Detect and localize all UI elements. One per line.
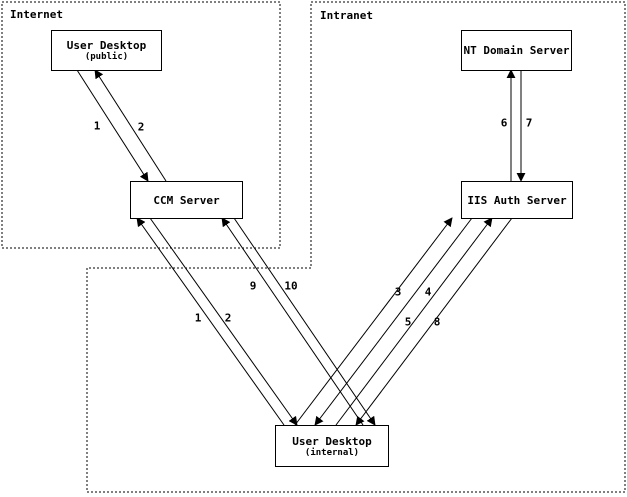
internet-zone-border xyxy=(1,1,281,249)
flow-label-4: 4 xyxy=(424,285,432,299)
intranet-zone-border xyxy=(86,1,626,493)
node-title: User Desktop xyxy=(292,434,372,448)
node-title: IIS Auth Server xyxy=(467,193,567,207)
flow-label-8: 8 xyxy=(433,315,441,329)
arrow-3-internal-desktop-to-iis xyxy=(294,217,453,426)
node-iis-auth-server: IIS Auth Server xyxy=(461,181,573,219)
node-subtitle: (internal) xyxy=(304,447,360,458)
arrow-4-iis-to-internal-desktop xyxy=(314,217,473,426)
node-nt-domain-server: NT Domain Server xyxy=(461,30,572,71)
flow-label-3: 3 xyxy=(394,285,402,299)
arrow-10-ccm-to-internal-desktop xyxy=(233,217,376,426)
flow-label-1-internal: 1 xyxy=(194,311,202,325)
arrow-1-internal-desktop-to-ccm xyxy=(136,217,285,426)
flow-label-2-internal: 2 xyxy=(224,311,232,325)
arrow-8-iis-to-internal-desktop xyxy=(355,217,513,426)
internet-zone-label: Internet xyxy=(10,8,63,21)
arrow-2-ccm-to-public-desktop xyxy=(94,69,167,182)
node-title: User Desktop xyxy=(66,39,147,52)
node-title: CCM Server xyxy=(153,193,220,207)
flow-label-9: 9 xyxy=(249,279,257,293)
intranet-zone-label: Intranet xyxy=(320,9,373,22)
flow-label-7: 7 xyxy=(525,116,533,130)
flow-label-5: 5 xyxy=(404,315,412,329)
arrow-2-ccm-to-internal-desktop xyxy=(149,217,298,426)
flow-label-1-public: 1 xyxy=(93,119,101,133)
flow-label-6: 6 xyxy=(500,116,508,130)
node-user-desktop-public: User Desktop (public) xyxy=(51,30,162,71)
arrow-9-internal-desktop-to-ccm xyxy=(221,217,364,426)
flow-label-2-public: 2 xyxy=(137,120,145,134)
node-title: NT Domain Server xyxy=(463,44,570,57)
arrow-5-internal-desktop-to-iis xyxy=(335,217,493,426)
node-user-desktop-internal: User Desktop (internal) xyxy=(275,425,389,467)
flow-label-10: 10 xyxy=(284,279,298,293)
node-ccm-server: CCM Server xyxy=(130,181,243,219)
node-subtitle: (public) xyxy=(84,52,129,62)
arrow-1-public-desktop-to-ccm xyxy=(76,69,149,182)
